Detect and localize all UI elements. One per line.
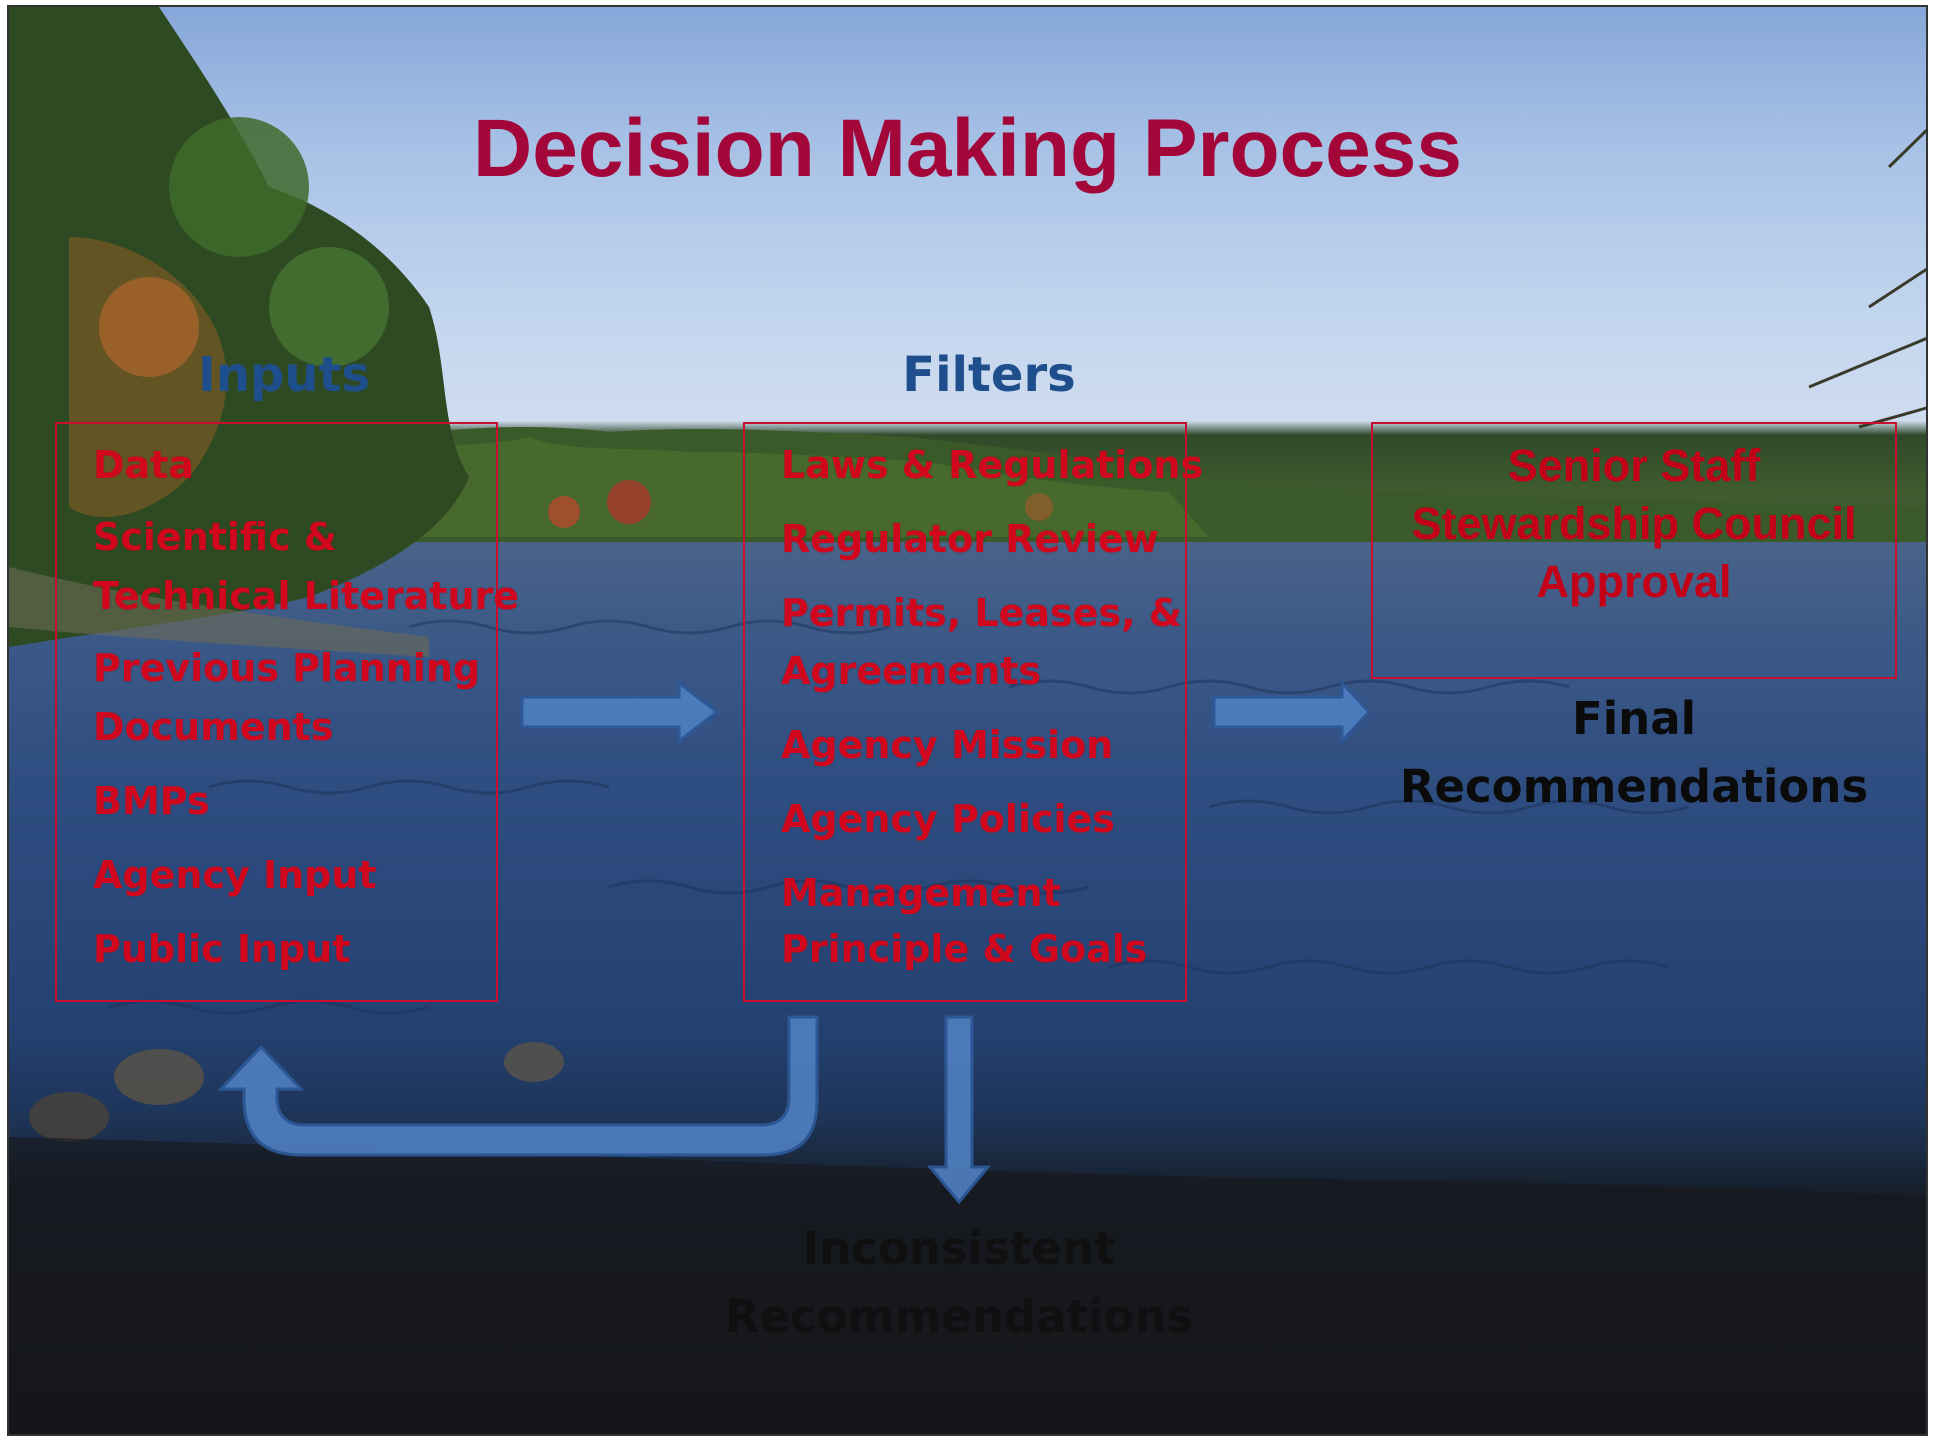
filter-item: Laws & Regulations xyxy=(781,443,1204,487)
filter-item: Permits, Leases, & xyxy=(781,591,1182,635)
input-item: Data xyxy=(93,443,194,487)
final-label: Recommendations xyxy=(1399,760,1869,813)
filter-item: Management xyxy=(781,871,1061,915)
inputs-box xyxy=(55,422,498,1002)
approval-line: Stewardship Council xyxy=(1411,498,1857,549)
input-item: Previous Planning xyxy=(93,646,481,690)
filter-item: Agreements xyxy=(781,649,1042,693)
inconsistent-label: Recommendations xyxy=(724,1290,1194,1343)
input-item: Agency Input xyxy=(93,853,377,897)
lake-background-image xyxy=(9,7,1926,1434)
approval-box xyxy=(1371,422,1897,679)
input-item: Documents xyxy=(93,705,334,749)
input-item: BMPs xyxy=(93,779,210,823)
input-item: Public Input xyxy=(93,927,351,971)
final-label: Final xyxy=(1572,692,1696,745)
input-item: Technical Literature xyxy=(93,574,520,618)
inputs-heading: Inputs xyxy=(197,347,371,403)
input-item: Scientific & xyxy=(93,515,337,559)
filter-item: Agency Mission xyxy=(781,723,1114,767)
filter-item: Regulator Review xyxy=(781,517,1159,561)
filters-heading: Filters xyxy=(902,347,1076,403)
filter-item: Principle & Goals xyxy=(781,927,1148,971)
approval-line: Approval xyxy=(1536,556,1732,607)
filters-box xyxy=(743,422,1187,1002)
slide-title: Decision Making Process xyxy=(473,103,1462,194)
filter-item: Agency Policies xyxy=(781,797,1115,841)
slide: Decision Making Process Inputs Data Scie… xyxy=(7,5,1928,1436)
approval-line: Senior Staff xyxy=(1507,440,1761,491)
inconsistent-label: Inconsistent xyxy=(802,1222,1116,1275)
